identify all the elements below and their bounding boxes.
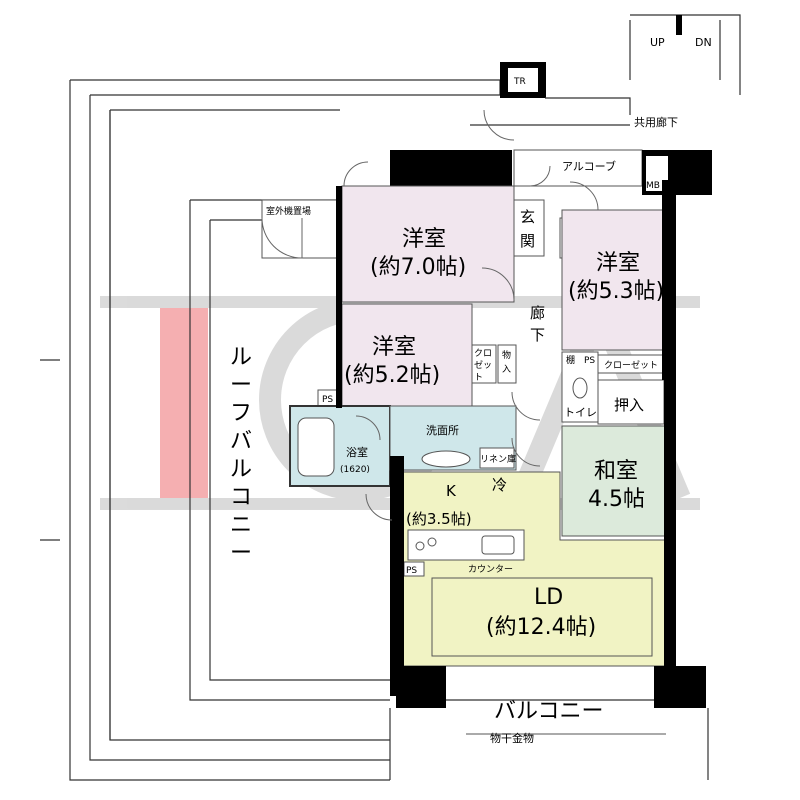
shelf-label: 棚 [566, 354, 575, 366]
ld-size: (約12.4帖) [486, 615, 596, 640]
clothesline-label: 物干金物 [490, 731, 534, 745]
room3-name: 洋室 [372, 335, 416, 360]
bath-name: 浴室 [346, 445, 368, 459]
roof-balcony-outline [40, 79, 501, 781]
room2-size: (約5.3帖) [568, 279, 664, 304]
alcove: アルコーブ MB [513, 149, 712, 195]
ps-label-kitchen: PS [406, 566, 417, 576]
ld-name: LD [534, 585, 563, 610]
genkan-char-2: 関 [520, 232, 535, 250]
up-label: UP [650, 36, 665, 49]
svg-text:ー: ー [230, 541, 252, 566]
roof-balcony-label: ル ー フ バ ル コ ニ ー [230, 345, 252, 566]
hallway-char-2: 下 [530, 326, 545, 344]
svg-text:ル: ル [230, 345, 252, 370]
washroom: 洗面所 リネン庫 [389, 405, 517, 471]
japanese-room: 和室 4.5帖 [561, 425, 675, 537]
alcove-label: アルコーブ [562, 159, 616, 173]
kitchen-name: K [446, 482, 457, 500]
dn-label: DN [695, 36, 712, 49]
svg-text:ー: ー [230, 373, 252, 398]
svg-text:フ: フ [230, 401, 252, 426]
closet-label-top: クローゼット [446, 171, 500, 183]
counter-label: カウンター [468, 564, 513, 575]
washitsu-name: 和室 [594, 459, 638, 484]
balcony-label: バルコニー [494, 699, 604, 724]
washroom-label: 洗面所 [426, 424, 459, 437]
tr-label: TR [513, 77, 526, 87]
room1-name: 洋室 [402, 227, 446, 252]
outdoor-unit-area: 室外機置場 [261, 199, 341, 259]
room3-size: (約5.2帖) [344, 363, 440, 388]
door-swings [261, 109, 599, 521]
watermark-letter-i [160, 308, 208, 498]
hallway-char-1: 廊 [530, 304, 545, 322]
western-room-7: 洋室 (約7.0帖) [341, 185, 515, 303]
closet-label-right: クローゼット [604, 359, 658, 371]
bath-size: (1620) [340, 465, 370, 475]
tr-box: TR [500, 62, 546, 98]
stairs: UP DN [629, 14, 741, 95]
washitsu-size: 4.5帖 [588, 487, 645, 512]
shared-corridor-label: 共用廊下 [634, 115, 678, 129]
toilet-label: トイレ [564, 406, 597, 419]
closet-small-1: クロ [474, 348, 492, 359]
storage-char-1: 物 [502, 349, 511, 361]
ld-kitchen: 冷 K (約3.5帖) PS カウンター LD (約12.4帖) [399, 471, 675, 667]
fridge-label: 冷 [492, 476, 507, 494]
svg-text:ニ: ニ [230, 513, 252, 538]
kitchen-size: (約3.5帖) [406, 510, 472, 528]
svg-text:バ: バ [230, 429, 252, 454]
western-room-5-3: 洋室 (約5.3帖) クローゼット [561, 209, 675, 374]
storage-char-2: 入 [502, 364, 511, 375]
room2-name: 洋室 [596, 251, 640, 276]
closet-small-2: ゼッ [474, 359, 492, 371]
outdoor-unit-label: 室外機置場 [266, 205, 311, 217]
closet-small-3: ト [474, 373, 483, 383]
room1-size: (約7.0帖) [370, 255, 466, 280]
ps-label-bath: PS [322, 395, 333, 405]
ps-label-toilet: PS [584, 356, 595, 366]
linen-label: リネン庫 [480, 453, 516, 465]
hallway: 廊 下 [530, 304, 545, 344]
oshiire-label: 押入 [614, 396, 644, 414]
svg-text:コ: コ [230, 485, 252, 510]
svg-text:ル: ル [230, 457, 252, 482]
mb-label: MB [646, 181, 660, 191]
bathroom: 浴室 (1620) [289, 405, 391, 487]
western-room-5-2: 洋室 (約5.2帖) クロ ゼッ ト 物 入 [341, 303, 517, 409]
balcony: バルコニー 物干金物 [389, 699, 709, 780]
genkan-char-1: 玄 [520, 208, 535, 226]
toilet-area: 棚 PS トイレ 押入 [561, 351, 665, 425]
walls [336, 180, 706, 708]
